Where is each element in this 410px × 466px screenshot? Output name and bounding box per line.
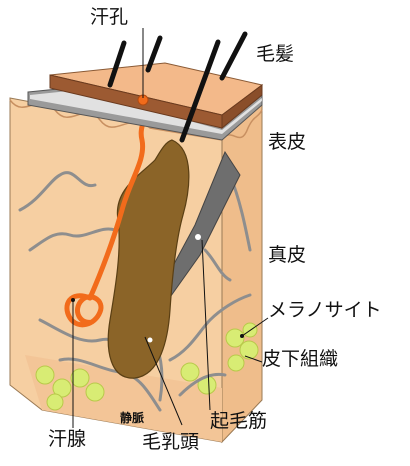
dermis-label: 真皮 [268,246,306,265]
hair-label: 毛髪 [256,45,294,64]
vein-label: 静脈 [120,412,144,424]
sweat-gland-label: 汗腺 [48,430,86,449]
dermis-side-face [222,95,262,442]
sweat-pore-label: 汗孔 [90,8,128,27]
arrector-pili-label: 起毛筋 [210,412,267,431]
epidermis-label: 表皮 [268,133,306,152]
subcutaneous-label: 皮下組織 [262,350,338,369]
hair-papilla-label: 毛乳頭 [142,433,199,452]
melanocyte-label: メラノサイト [268,301,382,320]
